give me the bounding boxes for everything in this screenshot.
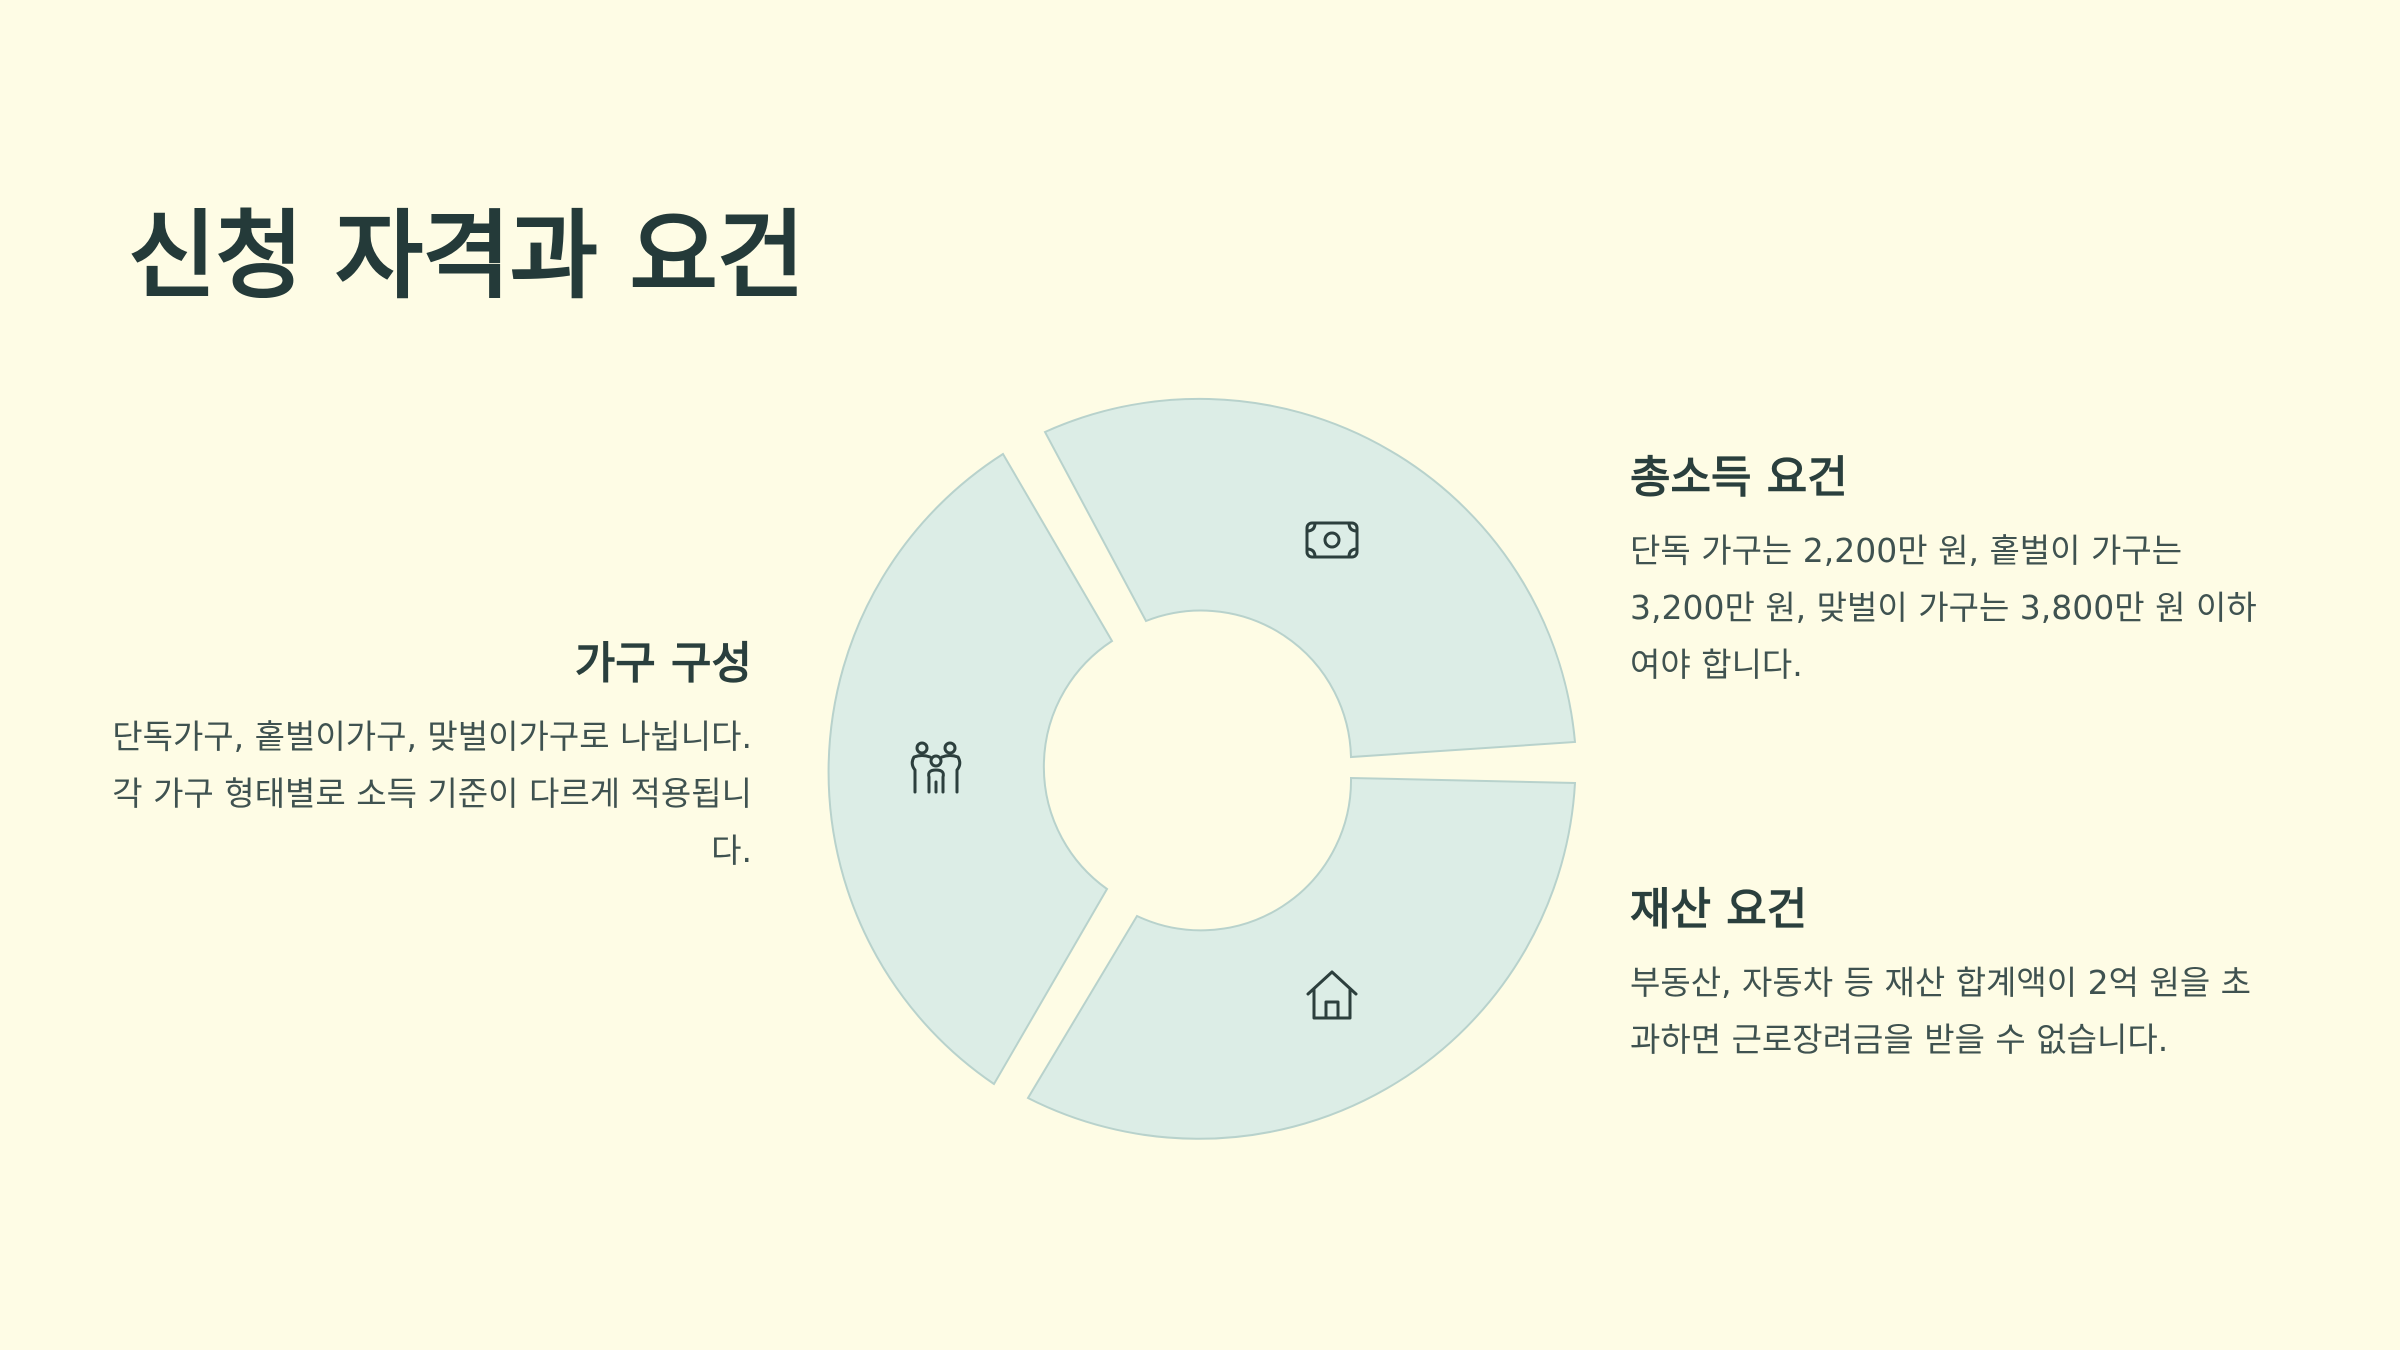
house-icon bbox=[1306, 970, 1358, 1020]
household-heading: 가구 구성 bbox=[574, 638, 752, 689]
segment-assets bbox=[1026, 776, 1577, 1140]
household-description: 단독가구, 홑벌이가구, 맞벌이가구로 나뉩니다. 각 가구 형태별로 소득 기… bbox=[112, 717, 752, 870]
assets-heading: 재산 요건 bbox=[1630, 884, 1808, 935]
income-description: 단독 가구는 2,200만 원, 홑벌이 가구는 3,200만 원, 맞벌이 가… bbox=[1630, 531, 2257, 684]
segment-household bbox=[827, 452, 1114, 1086]
family-icon bbox=[910, 741, 962, 794]
money-icon bbox=[1305, 521, 1359, 559]
household-block: 가구 구성 단독가구, 홑벌이가구, 맞벌이가구로 나뉩니다. 각 가구 형태별… bbox=[100, 634, 752, 879]
income-heading: 총소득 요건 bbox=[1630, 452, 1848, 503]
income-block: 총소득 요건 단독 가구는 2,200만 원, 홑벌이 가구는 3,200만 원… bbox=[1630, 448, 2260, 693]
assets-description: 부동산, 자동차 등 재산 합계액이 2억 원을 초과하면 근로장려금을 받을 … bbox=[1630, 963, 2252, 1059]
segment-income bbox=[1043, 397, 1577, 759]
assets-block: 재산 요건 부동산, 자동차 등 재산 합계액이 2억 원을 초과하면 근로장려… bbox=[1630, 880, 2260, 1068]
page-title: 신청 자격과 요건 bbox=[128, 200, 805, 312]
